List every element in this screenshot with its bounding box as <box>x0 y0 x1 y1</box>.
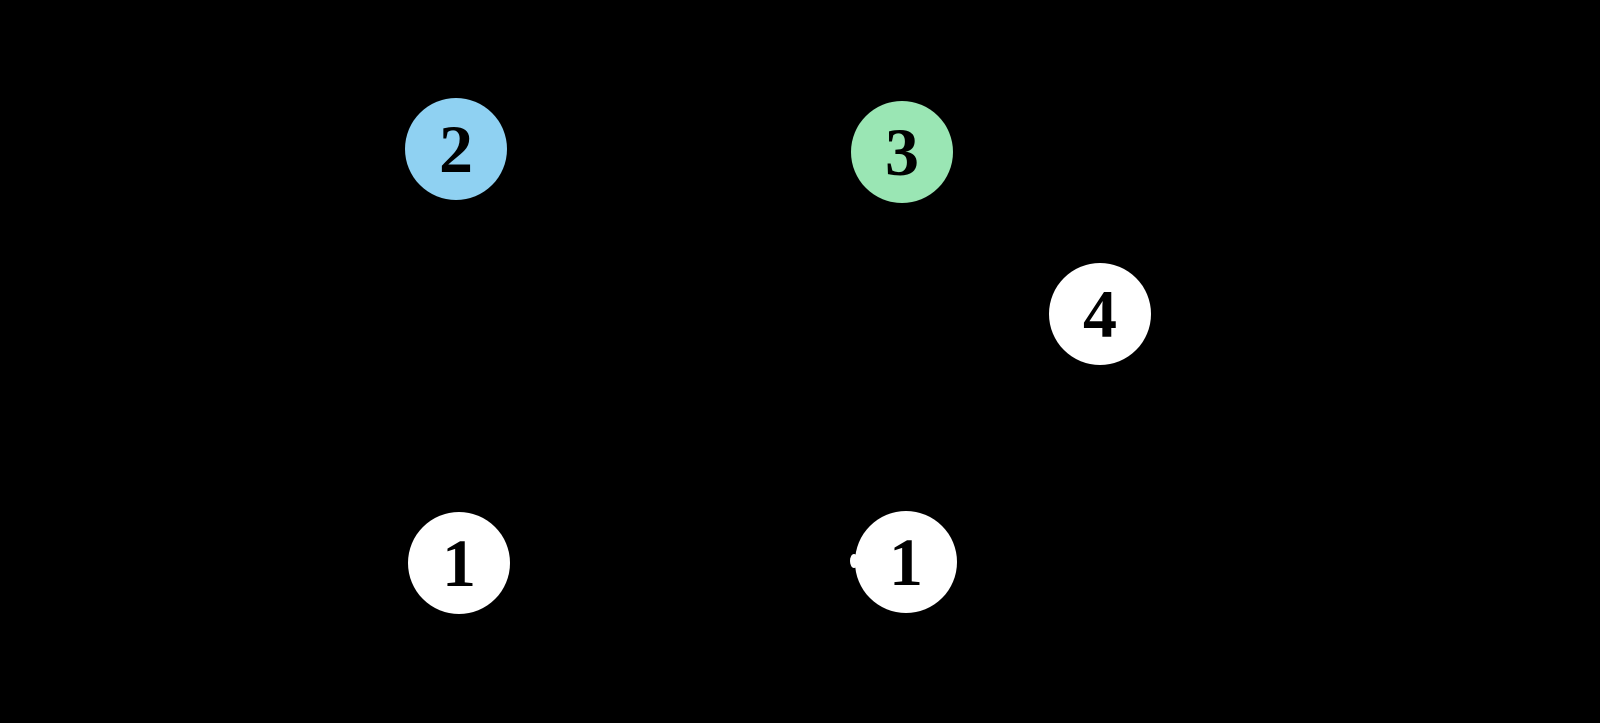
graph-node-1-right: 1 <box>855 511 957 613</box>
graph-node-4: 4 <box>1049 263 1151 365</box>
node-label: 1 <box>442 525 476 601</box>
node-label: 3 <box>885 114 919 190</box>
graph-node-1-left: 1 <box>408 512 510 614</box>
graph-node-3: 3 <box>851 101 953 203</box>
node-label: 1 <box>889 524 923 600</box>
node-label: 4 <box>1083 276 1117 352</box>
graph-node-2: 2 <box>405 98 507 200</box>
arrowhead-artifact <box>850 554 858 568</box>
node-label: 2 <box>439 111 473 187</box>
